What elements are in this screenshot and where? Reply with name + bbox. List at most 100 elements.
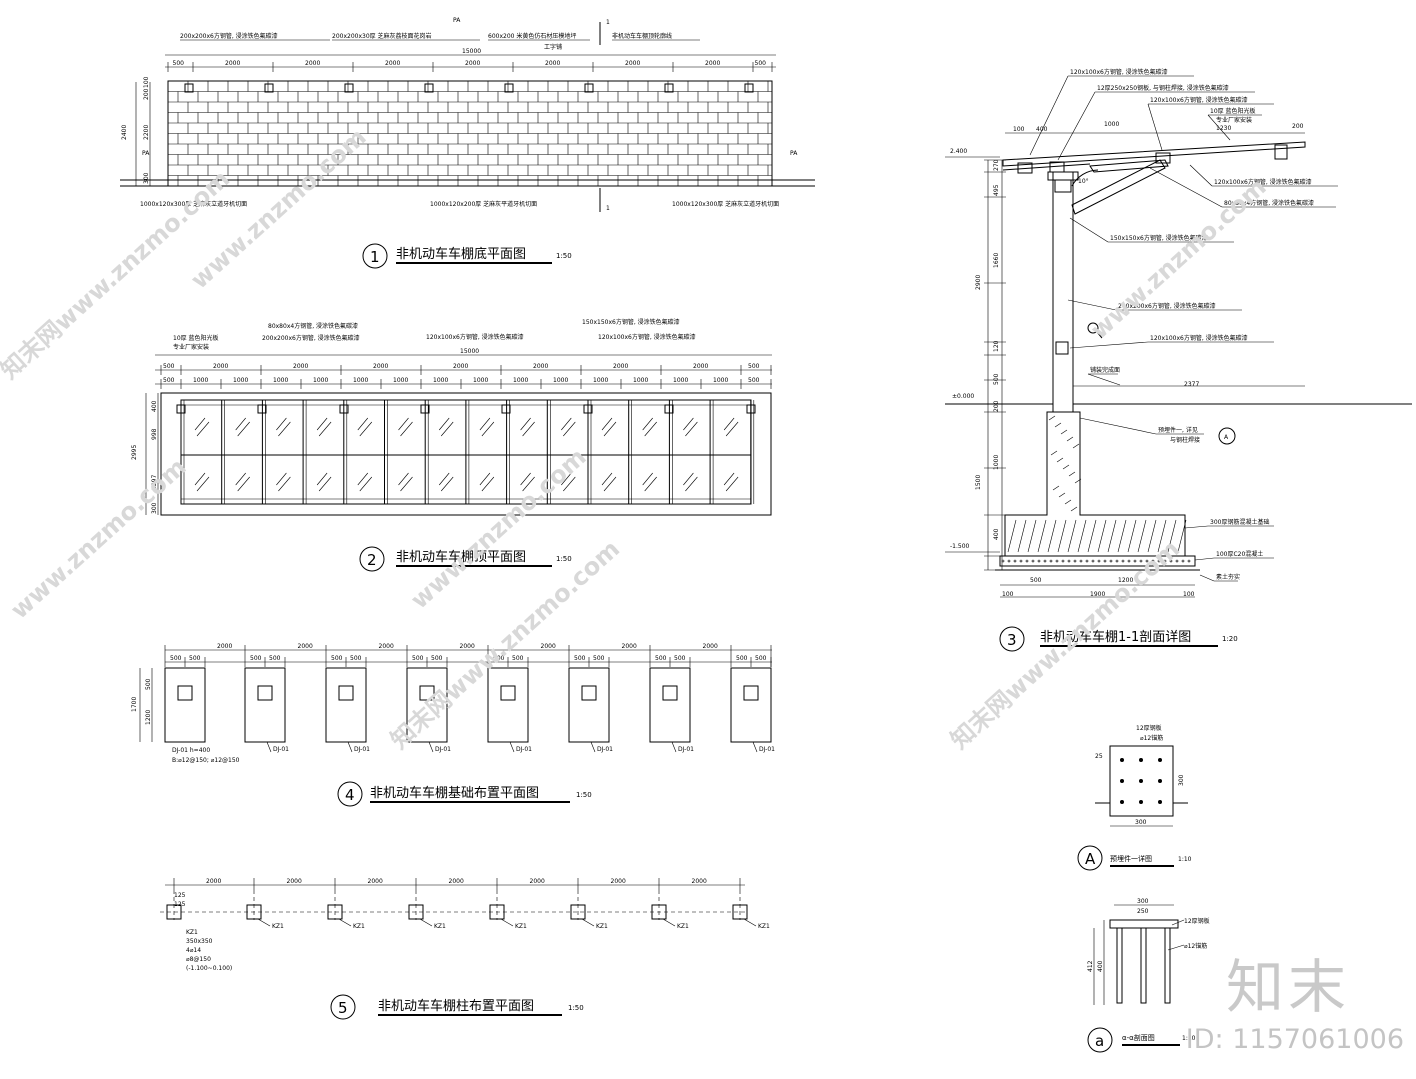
- plan5-note-4: (-1.100~0.100): [186, 965, 232, 972]
- plan4-pier-5: [581, 685, 597, 701]
- plan4-footing-7: [730, 667, 772, 743]
- plan2-column-0: [176, 404, 186, 414]
- section-note-10: 铺装完成面: [1090, 366, 1120, 374]
- plan2-outline: [160, 392, 772, 516]
- plan4-dim-4: 2000: [541, 643, 556, 650]
- plan1-column-5: [584, 83, 594, 93]
- plan5-column-7: [732, 904, 748, 920]
- plan4-footing-4: [487, 667, 529, 743]
- plan4-subdim-a-5: 500: [574, 655, 586, 662]
- detailA-note-0: 12厚钢板: [1136, 724, 1162, 732]
- plan2-dim-8: 500: [748, 363, 760, 370]
- plan2-subdim-15: 500: [748, 377, 760, 384]
- plan1-column-3: [424, 83, 434, 93]
- plan2-dim-4: 2000: [453, 363, 468, 370]
- plan4-note-2: B:⌀12@150; ⌀12@150: [172, 757, 240, 764]
- section-left-dim-4: 120: [993, 340, 1000, 352]
- section-note-7: 150x150x6方钢管, 浸涂铁色氟碳漆: [1110, 234, 1208, 242]
- plan1-note-4: 非机动车车棚顶轮廓线: [612, 32, 672, 40]
- plan4-footing-5: [568, 667, 610, 743]
- section-top-dim-2: 1000: [1104, 121, 1119, 128]
- plan2-subdim-12: 1000: [633, 377, 648, 384]
- plan4-subdim-b-3: 500: [431, 655, 443, 662]
- section-span: 2377: [1184, 381, 1199, 388]
- plan4-pier-3: [419, 685, 435, 701]
- section-top-dim-1: 400: [1036, 126, 1048, 133]
- plan4-left-dim-0: 1700: [131, 697, 138, 712]
- view5-number-circle: [330, 994, 356, 1020]
- viewA-number: A: [1085, 850, 1096, 868]
- plan1-mark-1-bottom: 1: [606, 205, 610, 212]
- detaila-dim-1: 250: [1137, 908, 1149, 915]
- detaila-dim-2: 412: [1087, 960, 1094, 972]
- section-left-dim-7: 1000: [993, 455, 1000, 470]
- view5-title: 非机动车车棚柱布置平面图: [378, 998, 534, 1014]
- section-bottom-dim-1: 1200: [1118, 577, 1133, 584]
- plan5-dim-3: 2000: [449, 878, 464, 885]
- plan1-mark-pa-left: PA: [142, 150, 150, 157]
- plan2-subdim-7: 1000: [433, 377, 448, 384]
- plan1-left-dim-1: 2200: [143, 125, 150, 140]
- plan1-bottom-note-1: 1000x120x200厚 芝麻灰平道牙机切面: [430, 200, 537, 208]
- detailA-dim-2: 25: [1095, 753, 1103, 760]
- viewA-number-circle: [1077, 845, 1103, 871]
- section-note-2: 120x100x6方钢管, 浸涂铁色氟碳漆: [1150, 96, 1248, 104]
- plan5-note-1: 350x350: [186, 938, 213, 945]
- detailA-anchor-1: [1139, 758, 1143, 762]
- plan4-label-5: DJ-01: [597, 746, 613, 753]
- detail-a-section: 300 250 412 400 12厚钢板 ⌀12锚筋 a α-α剖面图 1:1…: [1087, 898, 1210, 1053]
- plan4-subdim-a-2: 500: [331, 655, 343, 662]
- detailA-anchor-2: [1158, 758, 1162, 762]
- magnifier-icon: [1087, 322, 1099, 334]
- section-note-13: 300厚钢筋混凝土基础: [1210, 518, 1269, 526]
- section-note-12: 与钢柱焊接: [1170, 436, 1200, 444]
- view3-scale: 1:20: [1222, 635, 1238, 643]
- detail-a-embed-plate: 300 300 25 12厚钢板 ⌀12锚筋 A 预埋件一详图 1:10: [1077, 724, 1192, 871]
- plan1-column-0: [184, 83, 194, 93]
- plan2-left-dim-2: 998: [151, 428, 158, 440]
- viewA-scale: 1:10: [1178, 856, 1192, 863]
- plan1-dim-8: 500: [755, 60, 767, 67]
- plan2-subdim-6: 1000: [393, 377, 408, 384]
- plan5-dim-1: 125: [174, 901, 186, 908]
- plan4-label-6: DJ-01: [678, 746, 694, 753]
- plan4-pier-7: [743, 685, 759, 701]
- viewa-number: a: [1095, 1032, 1104, 1050]
- plan4-footing-2: [325, 667, 367, 743]
- section-left-dim-3: 2900: [975, 275, 982, 290]
- plan1-dim-5: 2000: [545, 60, 560, 67]
- plan4-left-dim-2: 1200: [145, 710, 152, 725]
- plan5-note-3: ⌀8@150: [186, 956, 211, 963]
- view1-scale: 1:50: [556, 252, 572, 260]
- plan4-note-1: DJ-01 h=400: [172, 747, 210, 754]
- plan1-brick-pattern: [167, 80, 772, 186]
- section-left-dim-1: 495: [993, 184, 1000, 196]
- plan4-pier-2: [338, 685, 354, 701]
- plan4-pier-6: [662, 685, 678, 701]
- detailA-anchor-0: [1120, 758, 1124, 762]
- view4-scale: 1:50: [576, 791, 592, 799]
- plan1-bottom-note-0: 1000x120x300厚 芝麻灰立道牙机切面: [140, 200, 247, 208]
- svg-text:A: A: [1224, 434, 1229, 441]
- plan4-pier-0: [177, 685, 193, 701]
- section-bottom-dim-0: 500: [1030, 577, 1042, 584]
- section-note-1: 12厚250x250钢板, 与钢柱焊接, 浸涂铁色氟碳漆: [1097, 84, 1229, 92]
- plan2-subdim-5: 1000: [353, 377, 368, 384]
- view4-title: 非机动车车棚基础布置平面图: [370, 785, 539, 801]
- plan1-note-1: 200x200x30厚 芝麻灰荔枝面花岗岩: [332, 32, 432, 40]
- plan5-note-0: KZ1: [186, 929, 198, 936]
- plan4-label-1: DJ-01: [273, 746, 289, 753]
- detaila-dim-3: 400: [1097, 960, 1104, 972]
- plan2-note-3: 200x200x6方钢管, 浸涂铁色氟碳漆: [262, 334, 360, 342]
- view1-number: 1: [370, 248, 380, 266]
- plan2-left-dim-0: 2995: [131, 445, 138, 460]
- plan4-dim-2: 2000: [379, 643, 394, 650]
- section-note-14: 100厚C20混凝土: [1216, 550, 1263, 558]
- section-left-dim-8: 1500: [975, 475, 982, 490]
- plan2-subdim-0: 500: [163, 377, 175, 384]
- view5-scale: 1:50: [568, 1004, 584, 1012]
- plan5-dim-1: 2000: [287, 878, 302, 885]
- plan2-column-1: [257, 404, 267, 414]
